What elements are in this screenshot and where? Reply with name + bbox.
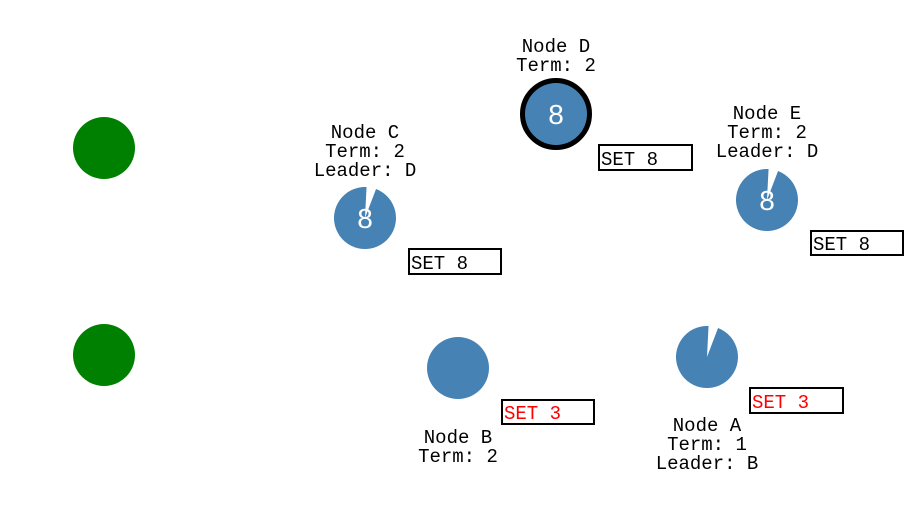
- node-circle[interactable]: [736, 169, 798, 231]
- node-value: 8: [357, 203, 373, 234]
- node-circle[interactable]: [675, 325, 738, 389]
- log-entry: SET 3: [504, 403, 561, 425]
- node-label: Node E: [733, 103, 801, 125]
- node-term: Term: 2: [418, 446, 498, 468]
- node-label: Node D: [522, 36, 590, 58]
- node-leader: Leader: B: [656, 453, 759, 475]
- node-value: 8: [759, 185, 775, 216]
- leader-ring: [520, 78, 592, 150]
- log-box: [749, 387, 844, 414]
- log-box: [810, 230, 904, 256]
- node-label: Node A: [673, 415, 742, 437]
- log-entry: SET 3: [752, 392, 809, 414]
- log-box: [598, 144, 693, 171]
- node-term: Term: 2: [325, 141, 405, 163]
- client-node[interactable]: [73, 324, 135, 386]
- node-term: Term: 2: [516, 55, 596, 77]
- node-leader: Leader: D: [314, 160, 417, 182]
- log-entry: SET 8: [411, 253, 468, 275]
- node-term: Term: 1: [667, 434, 747, 456]
- node-value: 8: [548, 99, 564, 130]
- node-circle[interactable]: [334, 187, 397, 249]
- log-box: [408, 248, 502, 275]
- log-entry: SET 8: [813, 234, 870, 256]
- node-label: Node C: [331, 122, 399, 144]
- log-box: [501, 399, 595, 425]
- node-label: Node B: [424, 427, 492, 449]
- node-leader: Leader: D: [716, 141, 819, 163]
- client-node[interactable]: [73, 117, 135, 179]
- node-term: Term: 2: [727, 122, 807, 144]
- log-entry: SET 8: [601, 149, 658, 171]
- clients-layer: [73, 117, 135, 386]
- node-circle[interactable]: [525, 83, 587, 145]
- node-circle[interactable]: [427, 337, 489, 399]
